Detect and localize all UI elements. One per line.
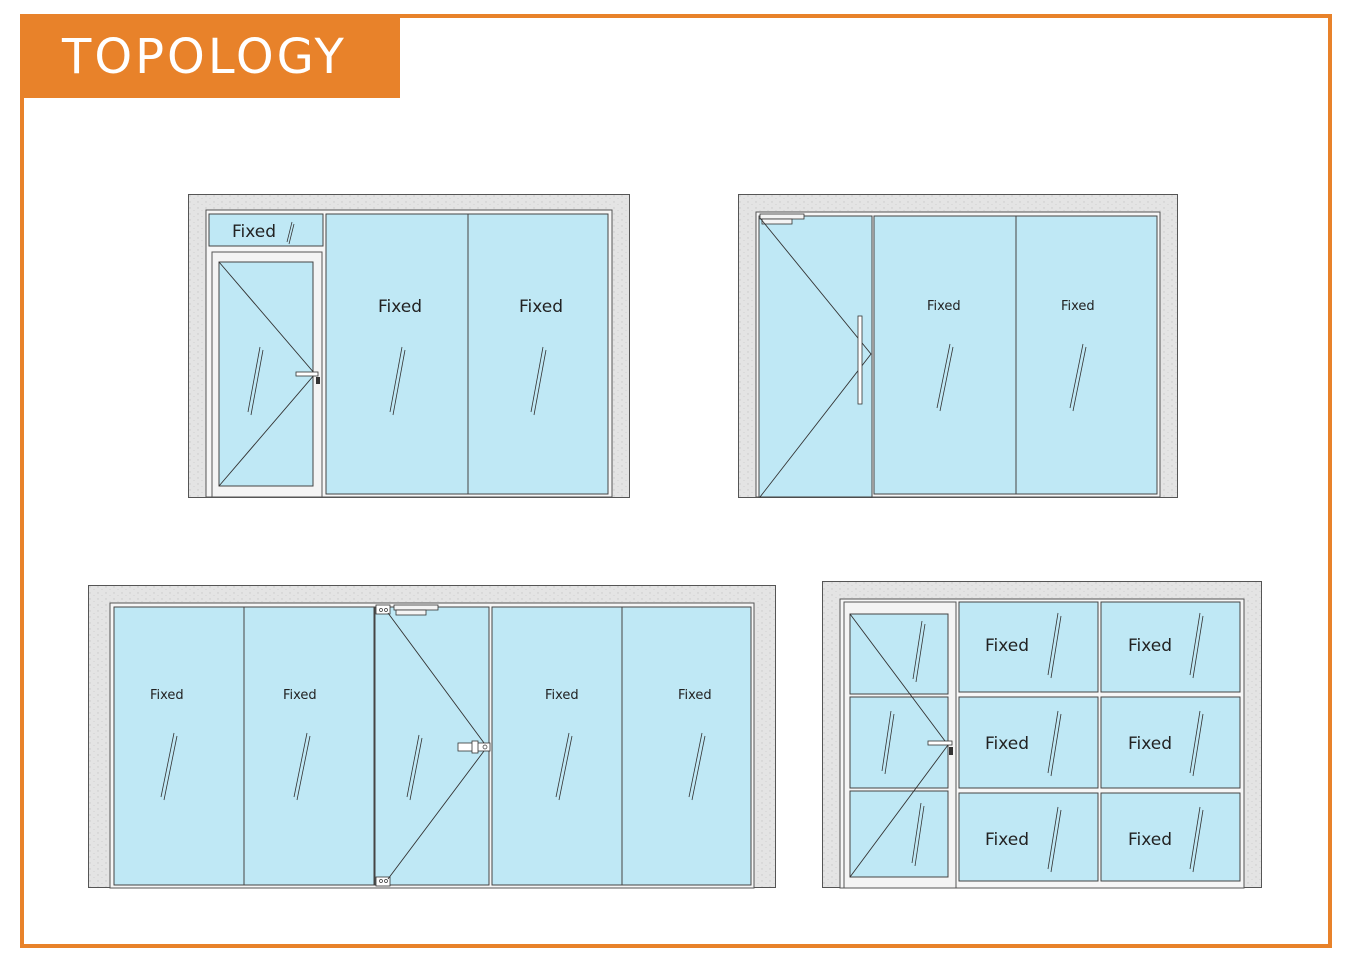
glass-hatch-icon: [530, 346, 547, 416]
fixed-panel: [113, 606, 245, 886]
patch-fitting-icon: [375, 604, 391, 615]
glass-hatch-icon: [1189, 806, 1204, 873]
panel-label: Fixed: [519, 297, 563, 317]
glass-hatch-icon: [293, 732, 311, 801]
glass-hatch-icon: [911, 802, 925, 867]
page-title: TOPOLOGY: [62, 29, 347, 85]
patch-fitting-icon: [375, 876, 391, 887]
fixed-panel: [621, 606, 752, 886]
door-glass: [849, 790, 949, 878]
door-closer-icon: [759, 213, 805, 225]
fixed-panel: [1100, 696, 1241, 789]
panel-label: Fixed: [1128, 830, 1172, 850]
panel-label: Fixed: [1128, 636, 1172, 656]
glass-hatch-icon: [1189, 612, 1204, 679]
lever-handle-icon: [295, 371, 320, 384]
fixed-panel: [958, 601, 1099, 693]
fixed-panel: [873, 215, 1017, 495]
door-closer-icon: [393, 604, 439, 616]
fixed-panel: [1015, 215, 1158, 495]
panel-label: Fixed: [545, 688, 579, 703]
fixed-panel: [1100, 601, 1241, 693]
door-glass: [849, 613, 949, 695]
glass-hatch-icon: [1047, 806, 1062, 873]
panel-label: Fixed: [985, 636, 1029, 656]
panel-label: Fixed: [150, 688, 184, 703]
fixed-panel: [958, 792, 1099, 882]
elevation-a: Fixed Fixed Fixed: [188, 194, 630, 498]
pull-handle-icon: [857, 315, 863, 405]
glass-hatch-icon: [1069, 343, 1087, 412]
elevation-b: Fixed Fixed: [738, 194, 1178, 498]
glass-hatch-icon: [247, 346, 264, 416]
panel-label: Fixed: [927, 299, 961, 314]
glass-hatch-icon: [1189, 710, 1204, 777]
glass-hatch-icon: [1047, 710, 1062, 777]
glass-hatch-icon: [555, 732, 573, 801]
glass-hatch-icon: [936, 343, 954, 412]
elevation-c: Fixed Fixed Fixed Fixed: [88, 585, 776, 889]
fixed-panel: [467, 213, 609, 495]
fixed-panel: [491, 606, 623, 886]
glass-hatch-icon: [406, 734, 423, 801]
panel-label: Fixed: [378, 297, 422, 317]
panel-label: Fixed: [283, 688, 317, 703]
glass-hatch-icon: [286, 221, 295, 245]
lever-handle-icon: [457, 740, 491, 754]
glass-hatch-icon: [688, 732, 706, 801]
panel-label: Fixed: [1128, 734, 1172, 754]
panel-label: Fixed: [678, 688, 712, 703]
glass-hatch-icon: [1047, 612, 1062, 679]
glass-hatch-icon: [912, 620, 926, 683]
transom-label: Fixed: [232, 222, 276, 242]
panel-label: Fixed: [985, 830, 1029, 850]
door-glass: [758, 215, 873, 498]
fixed-panel: [325, 213, 469, 495]
transom-glass: [208, 213, 324, 247]
panel-label: Fixed: [1061, 299, 1095, 314]
lever-handle-icon: [927, 740, 953, 755]
elevation-d: Fixed Fixed Fixed Fixed Fixed Fixed: [822, 581, 1262, 889]
glass-hatch-icon: [881, 710, 895, 775]
sheet-border: [20, 14, 1332, 948]
glass-hatch-icon: [160, 732, 178, 801]
glass-hatch-icon: [389, 346, 406, 416]
door-swing-icon: [759, 217, 872, 498]
fixed-panel: [243, 606, 375, 886]
panel-label: Fixed: [985, 734, 1029, 754]
title-tab: [24, 18, 400, 98]
fixed-panel: [1100, 792, 1241, 882]
fixed-panel: [958, 696, 1099, 789]
